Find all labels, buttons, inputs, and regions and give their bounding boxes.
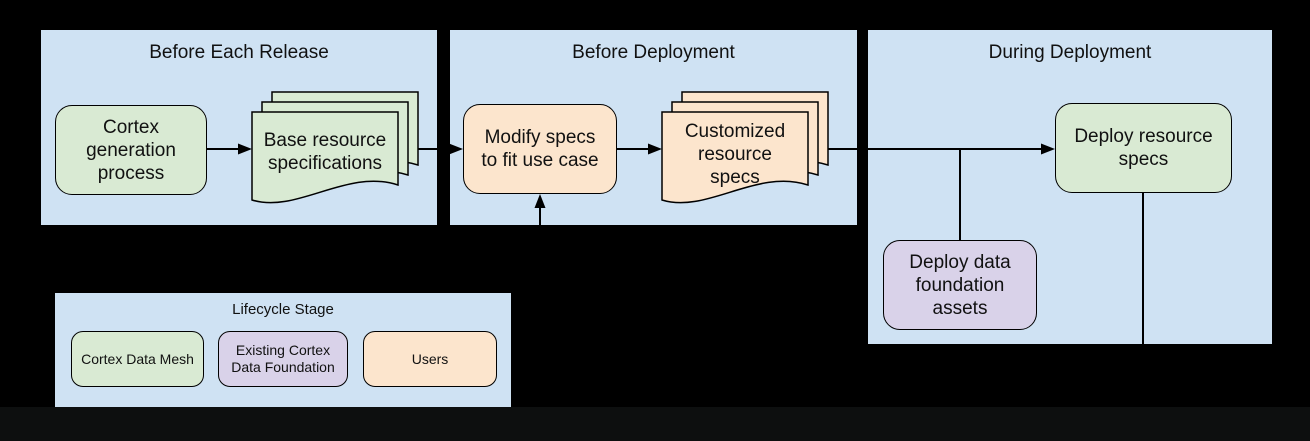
legend-title: Lifecycle Stage (232, 301, 334, 318)
node-deploy-resource-specs: Deploy resource specs (1055, 103, 1232, 193)
node-label-line: generation (86, 139, 176, 161)
node-label-line: foundation (915, 274, 1005, 296)
node-label-line: specs (710, 166, 760, 188)
node-label-line: Base resource (263, 130, 387, 151)
node-label-line: assets (932, 297, 988, 319)
bottom-window-strip (0, 407, 1310, 441)
node-modify-specs: Modify specs to fit use case (463, 104, 617, 194)
node-label-line: Deploy resource (1074, 126, 1213, 147)
node-label-base-resource-specs: Base resource specifications (252, 116, 398, 188)
node-deploy-data-foundation-assets: Deploy data foundation assets (883, 240, 1037, 330)
legend-item-label: Users (411, 350, 449, 367)
panel-title-before-each-release: Before Each Release (149, 42, 329, 63)
legend-item-cortex-data-mesh: Cortex Data Mesh (71, 331, 204, 387)
node-label-line: specifications (267, 153, 383, 174)
legend-item-users: Users (363, 331, 497, 387)
legend-item-label: Existing Cortex (235, 342, 331, 358)
panel-title-before-deployment: Before Deployment (572, 42, 735, 63)
legend-item-existing-cortex-data-foundation: Existing Cortex Data Foundation (218, 331, 348, 387)
node-label-customized-specs: Customized resource specs (662, 114, 808, 194)
node-label-line: Cortex (103, 116, 159, 138)
node-label-line: specs (1118, 149, 1169, 170)
node-cortex-generation-process: Cortex generation process (55, 105, 207, 195)
node-label-line: to fit use case (481, 150, 599, 171)
node-label-line: Deploy data (909, 251, 1011, 273)
legend-item-label: Cortex Data Mesh (81, 350, 194, 367)
node-label-line: Modify specs (484, 127, 596, 148)
node-label-line: Customized (684, 120, 786, 142)
legend-lifecycle-stage: Lifecycle Stage Cortex Data Mesh Existin… (55, 293, 511, 407)
node-label-line: resource (698, 143, 772, 165)
legend-item-label: Data Foundation (231, 359, 335, 375)
node-label-line: process (97, 162, 165, 184)
panel-title-during-deployment: During Deployment (988, 42, 1152, 63)
